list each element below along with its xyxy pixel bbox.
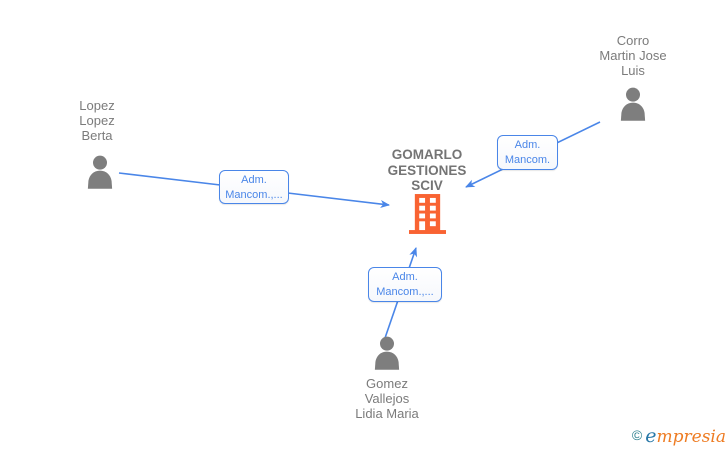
company-name-line: GOMARLO bbox=[391, 147, 463, 162]
person-name-line: Lopez bbox=[79, 98, 115, 113]
empresia-logo-text: mpresia bbox=[656, 427, 727, 447]
edge-label-line: Adm. bbox=[241, 174, 267, 186]
edge-label-line: Adm. bbox=[392, 271, 418, 283]
person-icon[interactable] bbox=[86, 155, 114, 189]
edge-label-line: Mancom. bbox=[504, 154, 551, 166]
person-name: Lopez Lopez Berta bbox=[79, 98, 114, 143]
person-name-line: Corro bbox=[616, 33, 650, 48]
person-name: Corro Martin Jose Luis bbox=[599, 33, 666, 78]
person-name-line: Lidia Maria bbox=[355, 406, 419, 421]
edge-label-corro-adm-mancom[interactable]: Adm. Mancom. bbox=[497, 135, 558, 170]
company-name: GOMARLO GESTIONES SCIV bbox=[388, 147, 467, 194]
person-name-line: Berta bbox=[81, 128, 113, 143]
company-name-line: GESTIONES bbox=[387, 162, 467, 178]
person-name-line: Vallejos bbox=[364, 391, 410, 406]
person-icon[interactable] bbox=[373, 336, 401, 370]
edge-label-line: Mancom.,... bbox=[376, 286, 434, 298]
company-name-line: SCIV bbox=[411, 178, 443, 193]
edge-label-line: Adm. bbox=[514, 139, 541, 151]
empresia-logo-e: e bbox=[645, 425, 657, 447]
person-name-line: Lopez bbox=[79, 113, 115, 128]
person-icon[interactable] bbox=[619, 87, 647, 121]
edge-label-lopez-adm-mancom[interactable]: Adm. Mancom.,... bbox=[219, 170, 289, 204]
person-name-line: Gomez bbox=[366, 376, 408, 391]
person-name-line: Luis bbox=[621, 63, 645, 78]
copyright-icon: © bbox=[631, 427, 643, 443]
empresia-logo[interactable]: ©empresia bbox=[632, 425, 726, 447]
building-icon[interactable] bbox=[409, 194, 446, 234]
edge-label-gomez-adm-mancom[interactable]: Adm. Mancom.,... bbox=[368, 267, 442, 302]
person-name-line: Martin Jose bbox=[599, 48, 667, 63]
edge-label-line: Mancom.,... bbox=[225, 189, 283, 201]
person-name: Gomez Vallejos Lidia Maria bbox=[355, 376, 419, 421]
